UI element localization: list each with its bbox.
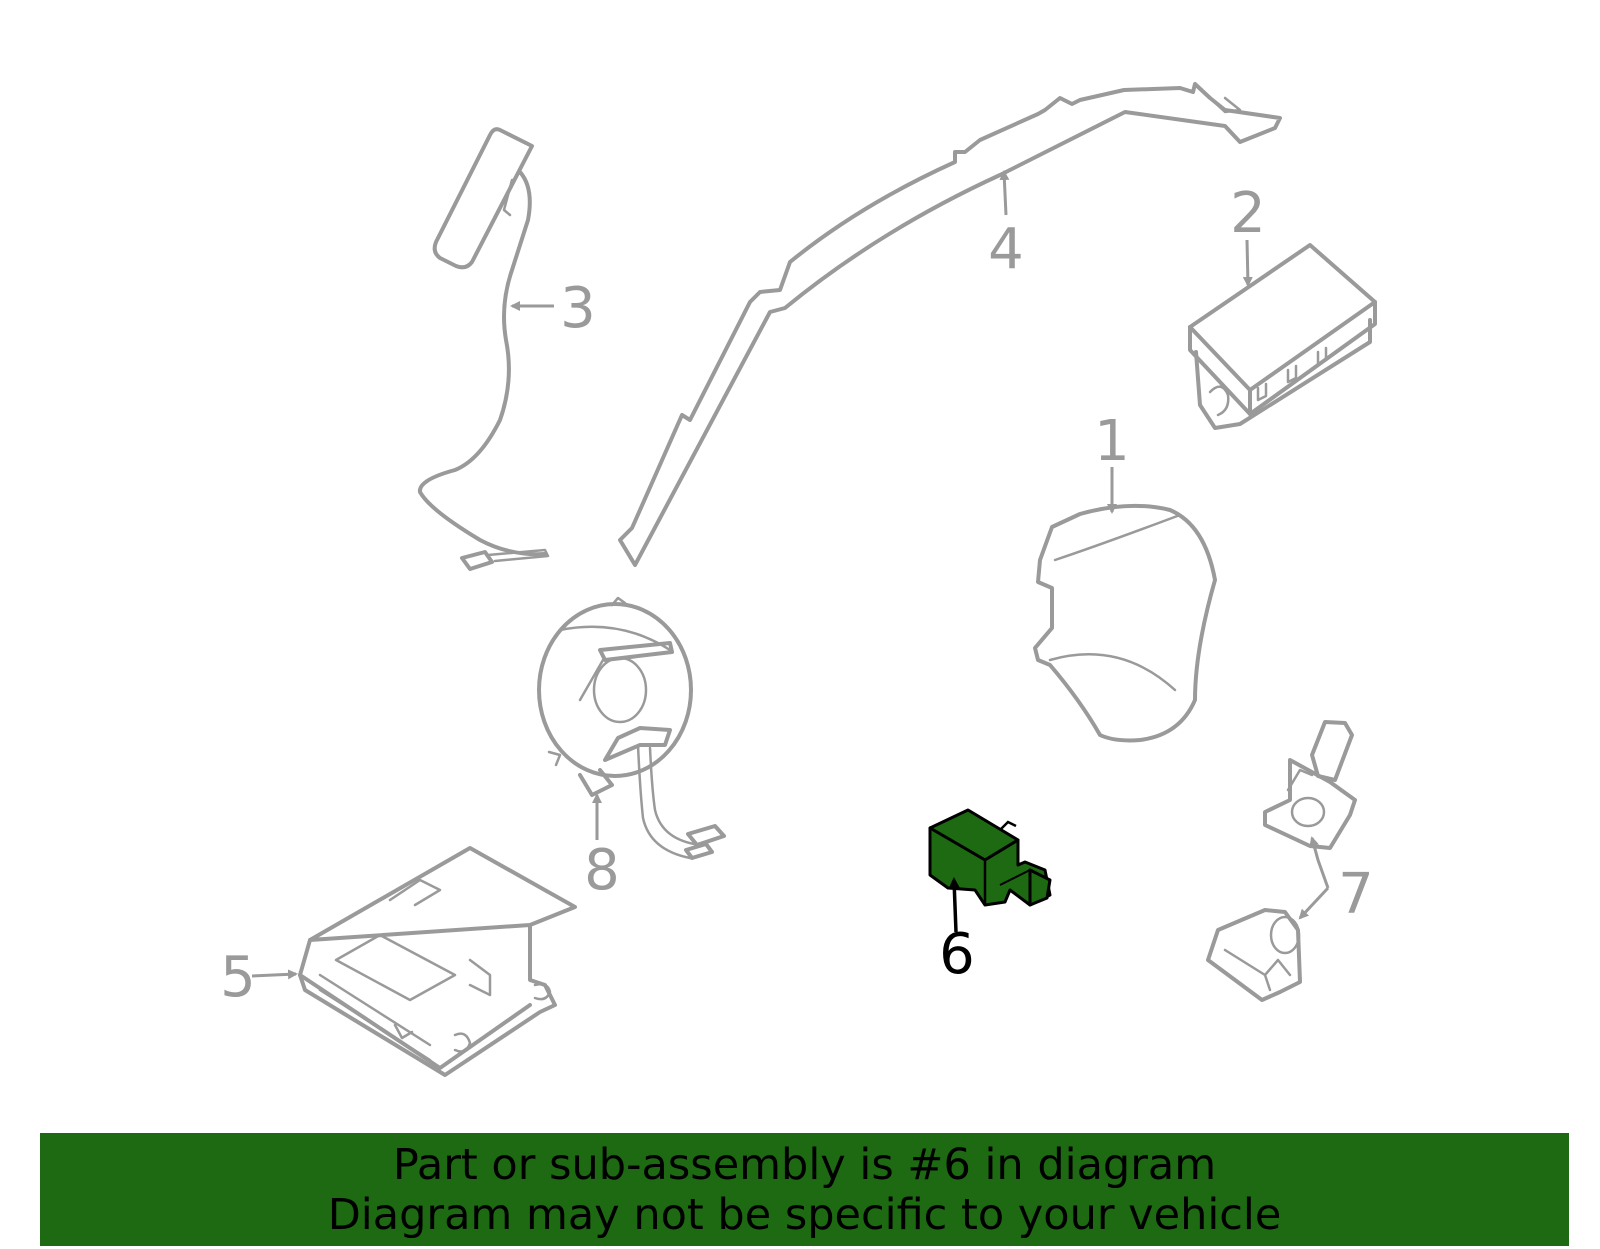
part-8-clock-spring xyxy=(537,596,726,860)
callout-8: 8 xyxy=(584,838,620,903)
part-3-side-airbag xyxy=(417,127,550,571)
info-banner: Part or sub-assembly is #6 in diagram Di… xyxy=(40,1133,1569,1246)
leader-7-upper xyxy=(1309,836,1330,889)
callout-2: 2 xyxy=(1230,181,1266,246)
callout-1: 1 xyxy=(1094,409,1130,474)
part-7-impact-sensors xyxy=(1206,720,1357,1002)
part-2-passenger-airbag xyxy=(1188,243,1377,430)
banner-line-1: Part or sub-assembly is #6 in diagram xyxy=(392,1139,1217,1190)
callout-7: 7 xyxy=(1338,862,1374,927)
part-5-control-module xyxy=(298,846,577,1077)
part-6-impact-sensor xyxy=(928,808,1052,907)
leader-2 xyxy=(1242,239,1253,287)
banner-line-2: Diagram may not be specific to your vehi… xyxy=(327,1189,1282,1240)
leader-5 xyxy=(251,969,298,980)
leader-6 xyxy=(948,877,961,933)
leader-4 xyxy=(999,170,1010,216)
callout-3: 3 xyxy=(560,276,596,341)
leader-7-lower xyxy=(1298,886,1330,920)
callout-5: 5 xyxy=(220,945,256,1010)
callout-6: 6 xyxy=(939,922,975,987)
part-1-driver-airbag xyxy=(1033,503,1217,743)
callout-4: 4 xyxy=(988,217,1024,282)
part-4-curtain-airbag xyxy=(618,82,1282,567)
